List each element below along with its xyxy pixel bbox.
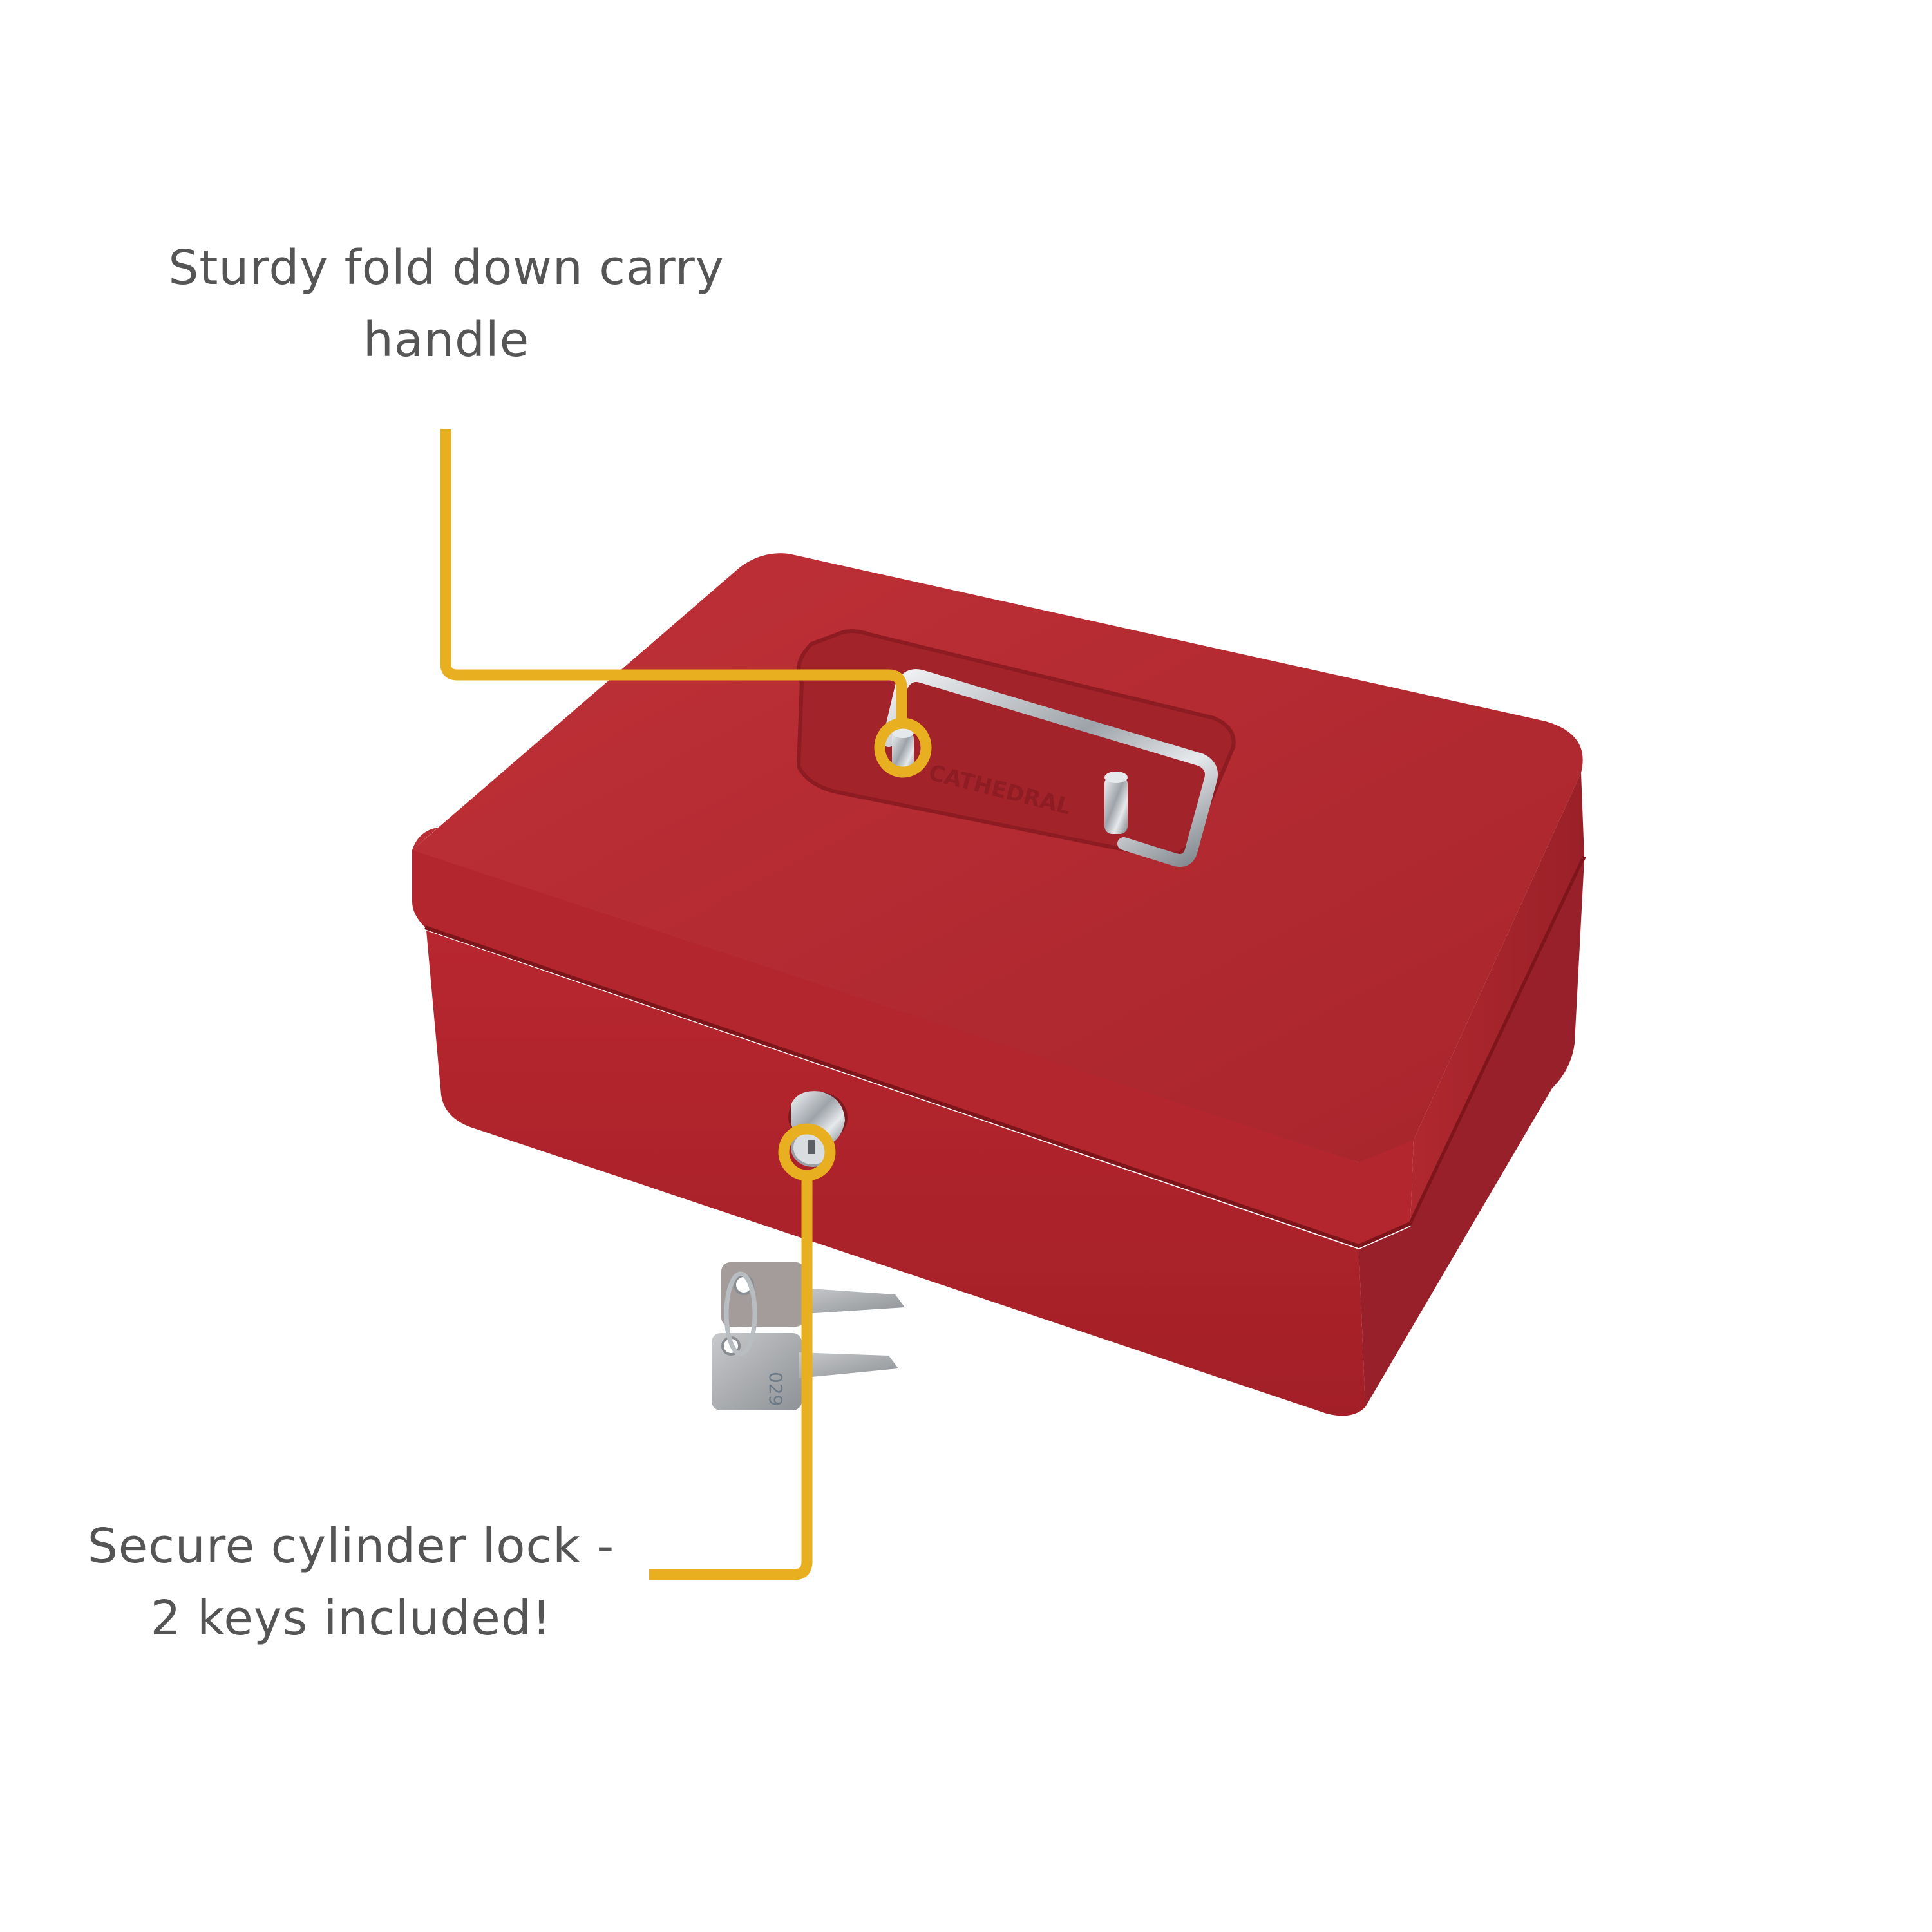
base-side <box>1359 860 1584 1407</box>
cash-box: CATHEDRAL <box>412 553 1586 1416</box>
callout-handle-label: Sturdy fold down carry handle <box>150 232 743 376</box>
lid-side <box>1410 773 1584 1224</box>
key-back <box>721 1262 905 1327</box>
lid-seam <box>424 855 1586 1249</box>
lid-front <box>412 850 1414 1246</box>
handle-post-right <box>1104 776 1128 834</box>
callout-handle-line-2: handle <box>363 312 530 368</box>
base-front <box>426 931 1365 1416</box>
callout-handle-line-1: Sturdy fold down carry <box>168 240 724 296</box>
callout-lock-line-2: 2 keys included! <box>150 1591 552 1646</box>
callout-lock-pointer <box>649 1123 836 1580</box>
lid-top <box>412 553 1583 1163</box>
callout-lock-line-1: Secure cylinder lock - <box>87 1519 615 1574</box>
key-ring <box>724 1271 757 1356</box>
key-number: 029 <box>765 1372 786 1406</box>
callout-lock-label: Secure cylinder lock - 2 keys included! <box>61 1510 641 1654</box>
keys: 029 <box>712 1262 905 1410</box>
carry-handle <box>882 669 1218 867</box>
handle-post-left <box>892 731 914 776</box>
handle-post-right-cap <box>1104 772 1128 783</box>
handle-target-ring <box>874 717 932 778</box>
callout-handle-pointer <box>440 429 932 778</box>
